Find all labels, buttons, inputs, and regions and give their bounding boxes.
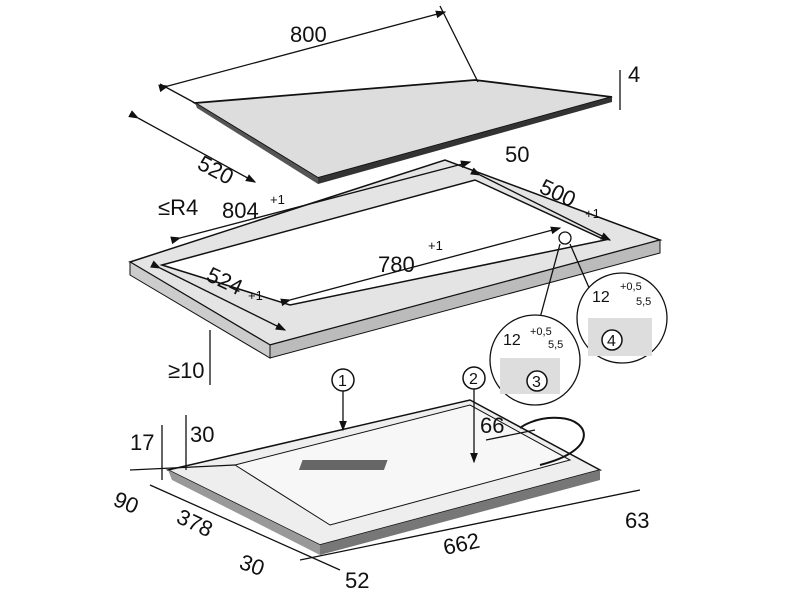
label-500-tol: +1	[585, 206, 600, 221]
label-662: 662	[441, 528, 482, 560]
dimension-800: 800	[158, 5, 479, 104]
label-63: 63	[625, 508, 649, 533]
dimension-780: 780 +1	[280, 226, 562, 307]
detail-3-width: 12	[503, 332, 521, 349]
detail-3-number: 3	[532, 374, 541, 391]
callout-1: 1	[331, 368, 355, 432]
callout-2: 2	[462, 366, 486, 464]
label-780: 780	[378, 252, 415, 277]
callout-1-label: 1	[338, 373, 347, 390]
top-hob-plate	[192, 79, 613, 184]
label-804: 804	[222, 198, 259, 223]
callout-2-label: 2	[469, 371, 478, 388]
dimension-804: 804 +1	[170, 160, 472, 245]
label-800: 800	[290, 22, 327, 47]
label-520: 520	[194, 150, 238, 189]
detail-4-tol: +0,5	[620, 281, 642, 293]
label-17: 17	[130, 430, 154, 455]
label-50: 50	[505, 142, 529, 167]
dimension-4: 4	[619, 62, 640, 110]
label-52: 52	[345, 568, 369, 593]
label-min-10: ≥10	[168, 358, 205, 383]
detail-4-number: 4	[607, 333, 616, 350]
label-804-tol: +1	[270, 192, 285, 207]
detail-3-depth: 5,5	[548, 339, 563, 351]
detail-4-depth: 5,5	[636, 296, 651, 308]
label-radius: ≤R4	[158, 195, 198, 220]
label-30-bottom: 30	[236, 549, 268, 581]
label-378: 378	[173, 504, 217, 542]
label-66: 66	[480, 413, 504, 438]
label-524-tol: +1	[248, 288, 263, 303]
label-780-tol: +1	[428, 238, 443, 253]
detail-3: 12 +0,5 5,5 3	[489, 314, 581, 406]
detail-4-width: 12	[592, 289, 610, 306]
label-4: 4	[628, 62, 640, 87]
label-30-top: 30	[190, 422, 214, 447]
dimension-worktop: ≥10	[168, 330, 211, 385]
label-90: 90	[110, 486, 142, 518]
detail-4: 12 +0,5 5,5 4	[576, 272, 668, 364]
detail-3-tol: +0,5	[530, 326, 552, 338]
bottom-hob	[165, 399, 603, 555]
